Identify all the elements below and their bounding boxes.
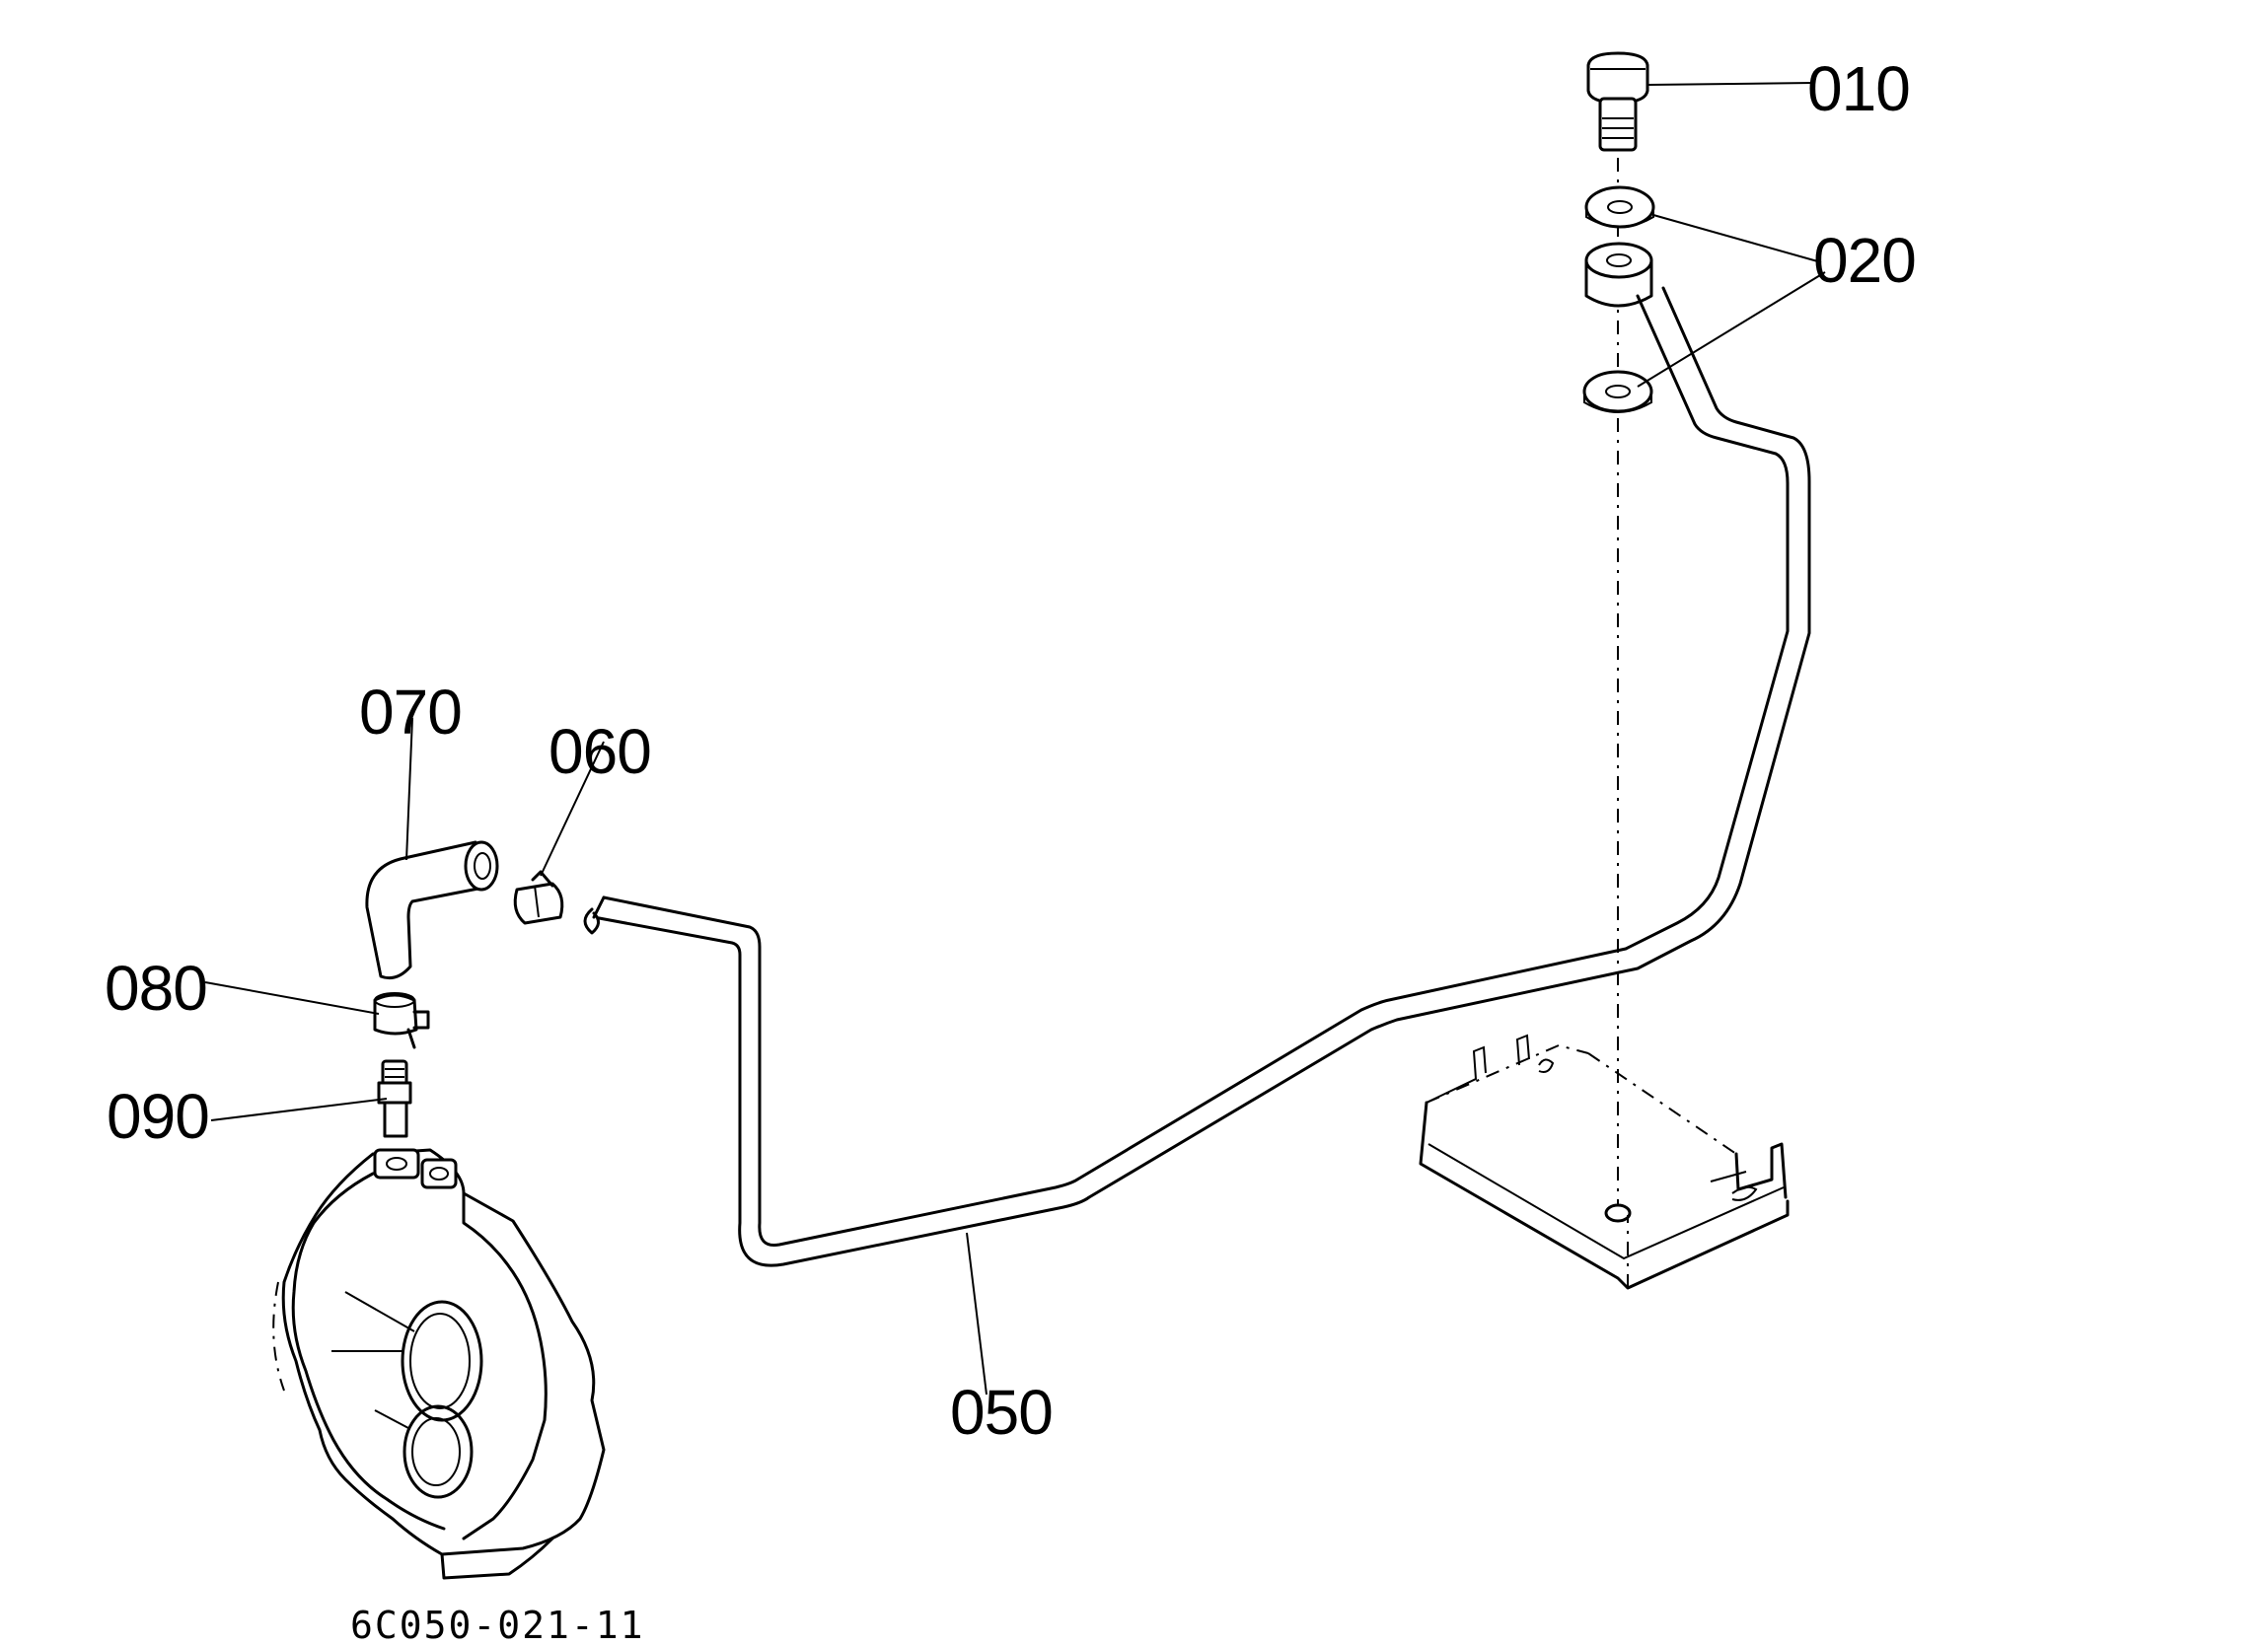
oil-pipe-part — [583, 286, 1811, 1267]
banjo-bolt-part — [1586, 51, 1649, 152]
mounting-bracket-part — [1419, 1034, 1790, 1290]
callout-050[interactable]: 050 — [950, 1377, 1054, 1448]
banjo-fitting-part — [1584, 242, 1653, 308]
washer-lower-part — [1582, 370, 1653, 413]
callout-010[interactable]: 010 — [1807, 53, 1911, 124]
callout-080[interactable]: 080 — [105, 953, 208, 1024]
leader-lines — [204, 82, 1826, 1396]
hose-clamp-lower-part — [373, 992, 430, 1049]
drawing-code-label: 6C050-021-11 — [350, 1604, 645, 1647]
transmission-housing-part — [272, 1148, 606, 1580]
callout-090[interactable]: 090 — [107, 1081, 210, 1152]
nipple-fitting-part — [377, 1059, 412, 1162]
callout-020[interactable]: 020 — [1813, 225, 1917, 296]
callout-060[interactable]: 060 — [549, 716, 652, 787]
elbow-hose-part — [365, 840, 499, 980]
washer-upper-part — [1584, 185, 1655, 229]
hose-clamp-small-part — [513, 870, 564, 925]
callout-070[interactable]: 070 — [359, 677, 463, 748]
